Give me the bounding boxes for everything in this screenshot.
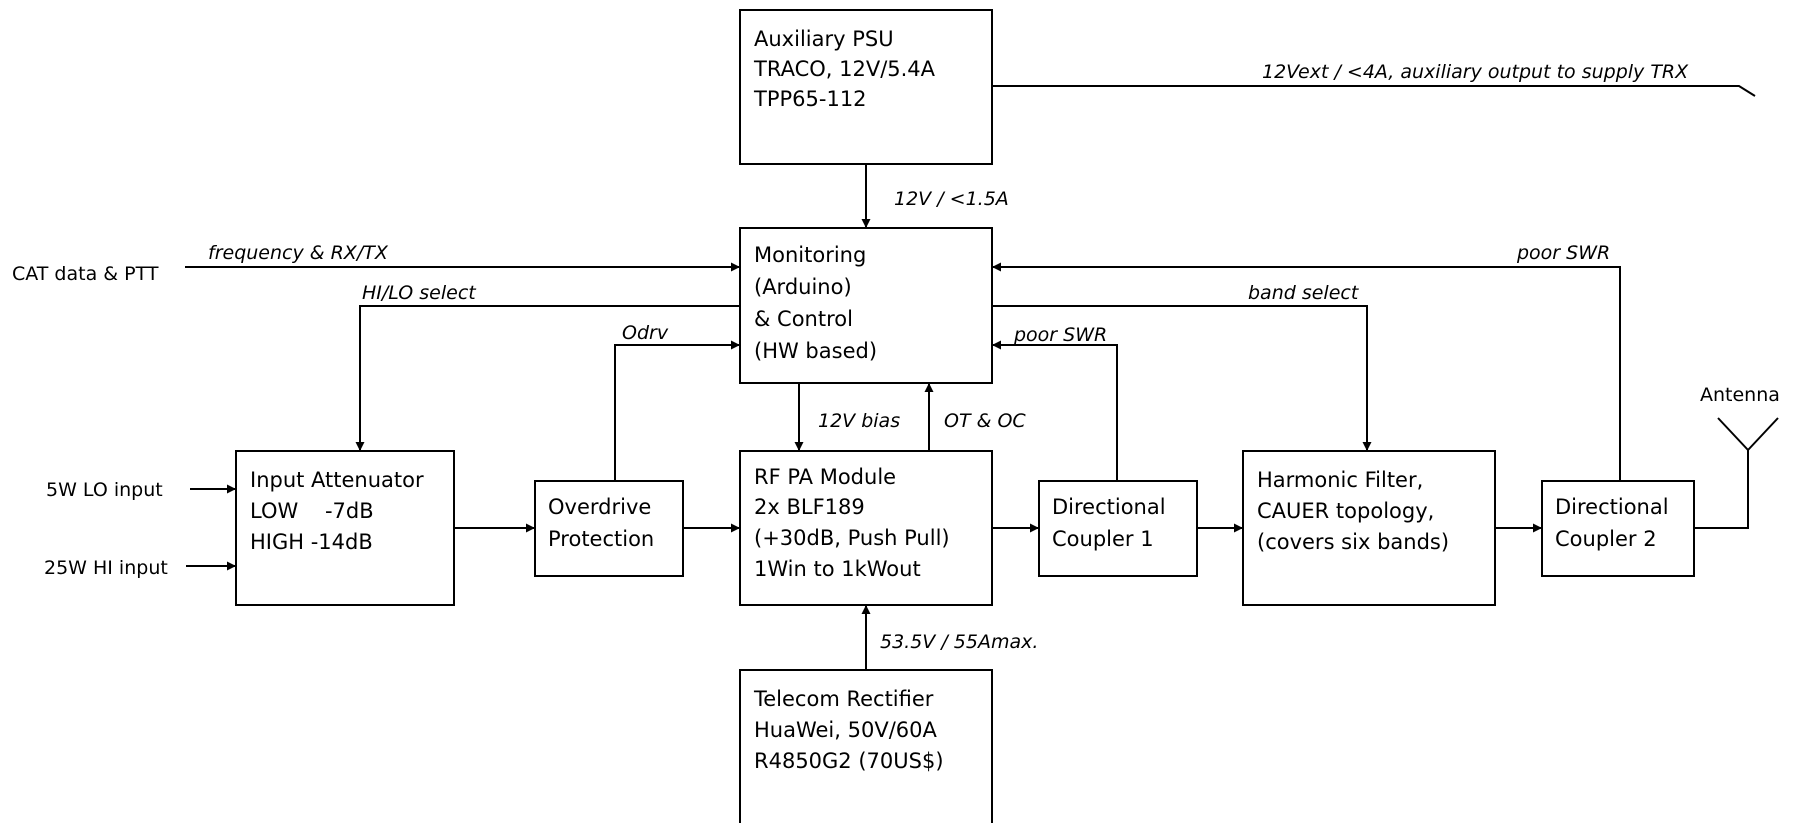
input-attenuator-line-1: Input Attenuator (250, 468, 424, 492)
band-select-label: band select (1248, 282, 1360, 304)
rectifier-line-2: HuaWei, 50V/60A (754, 718, 937, 742)
harmonic-filter-line-1: Harmonic Filter, (1257, 468, 1423, 492)
cat-data-label: CAT data & PTT (12, 263, 159, 285)
aux-psu-line-3: TPP65-112 (753, 87, 867, 111)
poor-swr-coupler-2-label: poor SWR (1516, 242, 1610, 264)
hilo-select-connection: HI/LO select (355, 282, 740, 451)
aux-output-connection: 12Vext / <4A, auxiliary output to supply… (992, 61, 1756, 97)
poor-swr-coupler-1-connection: poor SWR (992, 324, 1118, 481)
ot-oc-connection: OT & OC (924, 383, 1026, 451)
rf-pa-line-3: (+30dB, Push Pull) (754, 526, 950, 550)
coupler-1-line-2: Coupler 1 (1052, 527, 1154, 551)
ot-oc-label: OT & OC (944, 410, 1026, 432)
bias-label: 12V bias (818, 410, 900, 432)
monitoring-line-4: (HW based) (754, 339, 877, 363)
bias-connection: 12V bias (794, 383, 900, 451)
aux-psu-line-2: TRACO, 12V/5.4A (753, 57, 936, 81)
psu-to-monitoring-connection: 12V / <1.5A (861, 164, 1009, 228)
odrv-label: Odrv (622, 322, 669, 344)
aux-psu-line-1: Auxiliary PSU (754, 27, 894, 51)
overdrive-line-2: Protection (548, 527, 654, 551)
rectifier-line-1: Telecom Rectifier (753, 687, 934, 711)
telecom-rectifier-block: Telecom Rectifier HuaWei, 50V/60A R4850G… (739, 669, 993, 823)
odrv-connection: Odrv (614, 322, 740, 481)
aux-output-label: 12Vext / <4A, auxiliary output to supply… (1262, 61, 1689, 83)
pa-supply-label: 53.5V / 55Amax. (880, 631, 1038, 653)
hi-input-label: 25W HI input (44, 557, 168, 579)
antenna-label: Antenna (1700, 384, 1780, 406)
overdrive-line-1: Overdrive (548, 495, 651, 519)
poor-swr-coupler-1-label: poor SWR (1013, 324, 1107, 346)
rf-pa-line-1: RF PA Module (754, 465, 896, 489)
psu-feed-label: 12V / <1.5A (894, 188, 1009, 210)
input-attenuator-line-3: HIGH -14dB (250, 530, 373, 554)
directional-coupler-2-block: Directional Coupler 2 (1541, 480, 1695, 577)
aux-psu-block: Auxiliary PSU TRACO, 12V/5.4A TPP65-112 (739, 9, 993, 165)
rf-pa-module-block: RF PA Module 2x BLF189 (+30dB, Push Pull… (739, 450, 993, 606)
coupler-1-line-1: Directional (1052, 495, 1166, 519)
poor-swr-coupler-2-connection: poor SWR (992, 242, 1621, 481)
cat-data-connection: CAT data & PTT frequency & RX/TX (12, 242, 740, 285)
monitoring-line-1: Monitoring (754, 243, 866, 267)
monitoring-control-block: Monitoring (Arduino) & Control (HW based… (739, 227, 993, 384)
hilo-select-label: HI/LO select (362, 282, 477, 304)
monitoring-line-3: & Control (754, 307, 853, 331)
rf-pa-line-4: 1Win to 1kWout (754, 557, 921, 581)
harmonic-filter-line-3: (covers six bands) (1257, 530, 1449, 554)
monitoring-line-2: (Arduino) (754, 275, 852, 299)
directional-coupler-1-block: Directional Coupler 1 (1038, 480, 1198, 577)
coupler-2-line-2: Coupler 2 (1555, 527, 1657, 551)
coupler-2-line-1: Directional (1555, 495, 1669, 519)
cat-frequency-label: frequency & RX/TX (208, 242, 389, 264)
rectifier-line-3: R4850G2 (70US$) (754, 749, 944, 773)
antenna-icon: Antenna (1694, 384, 1780, 529)
rf-pa-line-2: 2x BLF189 (754, 495, 865, 519)
pa-supply-connection: 53.5V / 55Amax. (861, 605, 1038, 670)
band-select-connection: band select (992, 282, 1372, 451)
hi-input-connection: 25W HI input (44, 557, 236, 579)
lo-input-connection: 5W LO input (46, 479, 236, 501)
lo-input-label: 5W LO input (46, 479, 163, 501)
overdrive-protection-block: Overdrive Protection (534, 480, 684, 577)
harmonic-filter-block: Harmonic Filter, CAUER topology, (covers… (1242, 450, 1496, 606)
harmonic-filter-line-2: CAUER topology, (1257, 499, 1434, 523)
input-attenuator-line-2: LOW -7dB (250, 499, 374, 523)
input-attenuator-block: Input Attenuator LOW -7dB HIGH -14dB (235, 450, 455, 606)
